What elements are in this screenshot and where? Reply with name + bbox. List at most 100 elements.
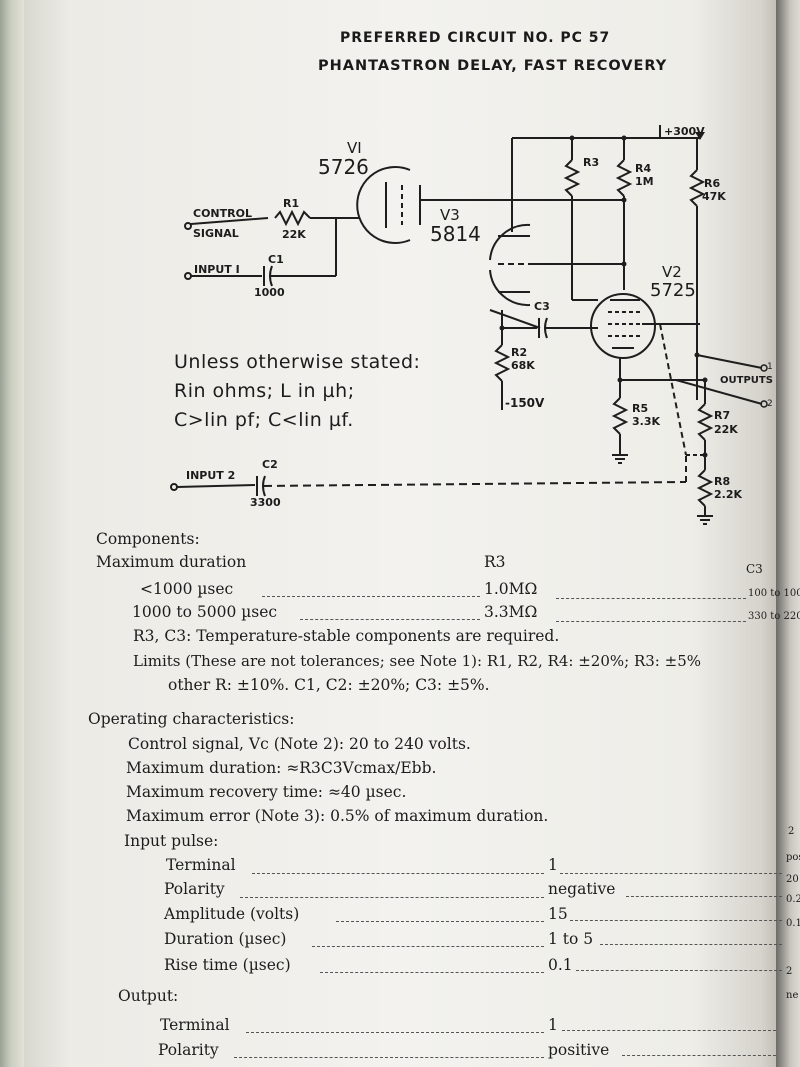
op-line-recovery: Maximum recovery time: ≈40 µsec. — [126, 783, 407, 801]
ip-polarity-right: posi — [786, 852, 800, 863]
r8-ref: R8 — [714, 475, 731, 488]
ip-amplitude-label: Amplitude (volts) — [164, 905, 300, 923]
r2-value: 68K — [511, 359, 535, 372]
v2-ref: V2 — [662, 263, 682, 281]
v3-ref: V3 — [440, 206, 460, 224]
r7-value: 22K — [714, 423, 738, 436]
r3-ref: R3 — [583, 156, 600, 169]
components-col-duration: Maximum duration — [96, 553, 247, 571]
adjacent-page-edge-left — [0, 0, 26, 1067]
ip-duration-leader-2 — [600, 944, 782, 945]
op-line-error: Maximum error (Note 3): 0.5% of maximum … — [126, 807, 549, 825]
r6-value: 47K — [702, 190, 726, 203]
adjacent-page-edge-right — [776, 0, 800, 1067]
stable-note: R3, C3: Temperature-stable components ar… — [133, 627, 560, 645]
out-terminal-label: Terminal — [160, 1016, 230, 1034]
components-col-c3: C3 — [746, 562, 763, 576]
output-heading: Output: — [118, 987, 179, 1005]
circuit-number: PREFERRED CIRCUIT NO. PC 57 — [340, 30, 611, 46]
ip-rise-leader — [320, 972, 544, 973]
ip-polarity-value: negative — [548, 880, 616, 898]
out-polarity-label: Polarity — [158, 1041, 219, 1059]
ip-terminal-value: 1 — [548, 856, 558, 874]
ip-duration-leader — [312, 946, 544, 947]
row1-leader-2 — [556, 598, 746, 599]
ip-duration-label: Duration (µsec) — [164, 930, 287, 948]
out-terminal-value: 1 — [548, 1016, 558, 1034]
out-polarity-value: positive — [548, 1041, 610, 1059]
r7-ref: R7 — [714, 409, 731, 422]
row1-r3: 1.0MΩ — [484, 580, 538, 598]
r4-value: 1M — [635, 175, 654, 188]
ip-terminal-leader-2 — [560, 873, 782, 874]
ip-rise-label: Rise time (µsec) — [164, 956, 291, 974]
v1-type: 5726 — [318, 155, 369, 179]
out-terminal-right: 2 — [786, 966, 793, 977]
v3-type: 5814 — [430, 222, 481, 246]
row2-r3: 3.3MΩ — [484, 603, 538, 621]
ip-terminal-label: Terminal — [166, 856, 236, 874]
ip-duration-value: 1 to 5 — [548, 930, 594, 948]
row2-c3: 330 to 220 — [748, 611, 800, 622]
supply-neg-label: -150V — [505, 396, 545, 410]
r8-value: 2.2K — [714, 488, 743, 501]
out-terminal-leader — [246, 1032, 544, 1033]
ip-amplitude-value: 15 — [548, 905, 568, 923]
input1-label: INPUT I — [194, 263, 240, 276]
out-terminal-leader-2 — [562, 1030, 776, 1031]
output-pin-2: 2 — [767, 399, 773, 409]
ip-duration-right: 0.2 — [786, 894, 800, 905]
r1-ref: R1 — [283, 197, 300, 210]
book-page — [24, 0, 784, 1067]
row2-duration: 1000 to 5000 µsec — [132, 603, 278, 621]
ip-polarity-label: Polarity — [164, 880, 225, 898]
c2-value: 3300 — [250, 496, 281, 509]
ip-rise-right: 0.1 — [786, 918, 800, 929]
note-line-1: Unless otherwise stated: — [174, 351, 421, 373]
control-label: CONTROL — [193, 207, 252, 220]
note-line-3: C>lin pf; C<lin µf. — [174, 409, 354, 431]
ip-terminal-leader — [252, 873, 544, 874]
ip-amplitude-right: 20 — [786, 874, 799, 885]
operating-heading: Operating characteristics: — [88, 710, 295, 728]
row1-leader — [262, 596, 480, 597]
r5-ref: R5 — [632, 402, 649, 415]
row1-duration: <1000 µsec — [140, 580, 234, 598]
ip-amplitude-leader — [336, 921, 544, 922]
signal-label-text: SIGNAL — [193, 227, 239, 240]
input-pulse-terminal-right: 2 — [788, 826, 795, 837]
op-line-duration: Maximum duration: ≈R3C3Vcmax/Ebb. — [126, 759, 437, 777]
r6-ref: R6 — [704, 177, 721, 190]
components-col-r3: R3 — [484, 553, 506, 571]
out-polarity-leader-2 — [622, 1055, 776, 1056]
row2-leader — [300, 619, 480, 620]
ip-rise-leader-2 — [576, 970, 782, 971]
r1-value: 22K — [282, 228, 306, 241]
limits-line-2: other R: ±10%. C1, C2: ±20%; C3: ±5%. — [168, 676, 490, 694]
c3-ref: C3 — [534, 300, 550, 313]
v2-type: 5725 — [650, 280, 696, 301]
c1-ref: C1 — [268, 253, 284, 266]
ip-polarity-leader — [240, 897, 544, 898]
op-line-control: Control signal, Vc (Note 2): 20 to 240 v… — [128, 735, 471, 753]
input-pulse-heading: Input pulse: — [124, 832, 219, 850]
components-heading: Components: — [96, 530, 200, 548]
circuit-title: PHANTASTRON DELAY, FAST RECOVERY — [318, 58, 668, 74]
outputs-label: OUTPUTS — [720, 375, 773, 386]
ip-polarity-leader-2 — [626, 896, 782, 897]
input2-label: INPUT 2 — [186, 469, 236, 482]
out-polarity-leader — [234, 1057, 544, 1058]
limits-line-1: Limits (These are not tolerances; see No… — [133, 652, 701, 670]
c1-value: 1000 — [254, 286, 285, 299]
row2-leader-2 — [556, 621, 746, 622]
out-polarity-right: ne — [786, 990, 799, 1001]
ip-rise-value: 0.1 — [548, 956, 573, 974]
output-pin-1: 1 — [767, 362, 773, 372]
v1-ref: VI — [347, 139, 362, 157]
row1-c3: 100 to 100 — [748, 588, 800, 599]
ip-amplitude-leader-2 — [570, 920, 782, 921]
c2-ref: C2 — [262, 458, 278, 471]
r5-value: 3.3K — [632, 415, 661, 428]
r4-ref: R4 — [635, 162, 652, 175]
